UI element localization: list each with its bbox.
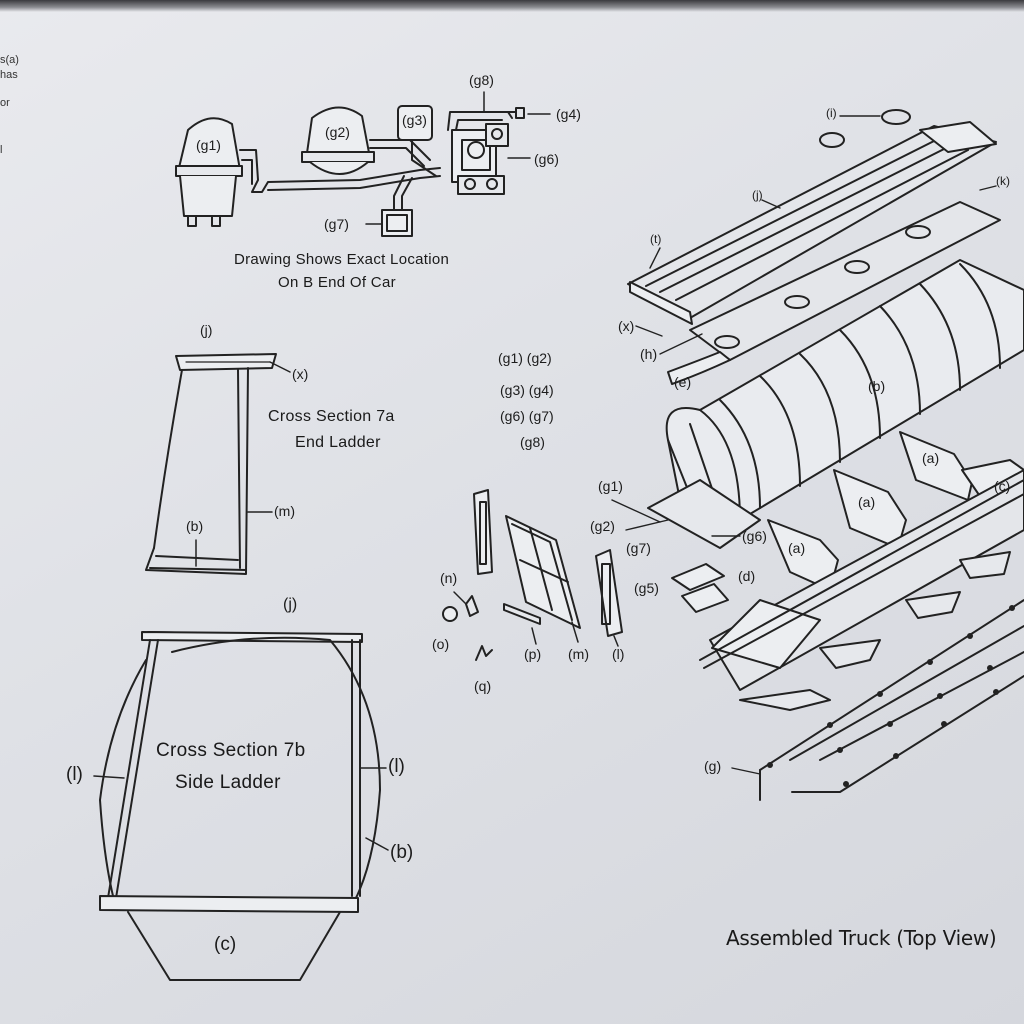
small-parts-label-n: (n) <box>440 570 458 586</box>
margin-text-2: has <box>0 69 18 81</box>
assembly-label-c: (c) <box>994 478 1011 494</box>
assembly-label-t: (t) <box>650 232 662 246</box>
assembly-label-k: (k) <box>996 174 1010 188</box>
end-ladder-title-line2: End Ladder <box>295 434 381 451</box>
assembly-label-j: (j) <box>752 188 763 202</box>
assembly-label-a2: (a) <box>858 494 876 510</box>
label-g7: (g7) <box>324 216 349 232</box>
end-ladder-title-line1: Cross Section 7a <box>268 408 395 425</box>
assembly-caption: Assembled Truck (Top View) <box>726 926 997 950</box>
end-ladder-label-b: (b) <box>186 518 204 534</box>
assembly-label-h: (h) <box>640 346 658 362</box>
end-ladder-section <box>145 353 291 575</box>
small-parts-label-m: (m) <box>568 646 589 662</box>
grab-iron-rivets <box>767 605 1015 787</box>
margin-text-1: s(a) <box>0 54 19 66</box>
small-parts-label-l: (l) <box>612 646 625 662</box>
assembly-label-g7: (g7) <box>626 540 651 556</box>
assembly-label-g: (g) <box>704 758 722 774</box>
label-g4: (g4) <box>556 106 581 122</box>
side-ladder-label-j: (j) <box>283 596 298 613</box>
parts-list-row-4: (g8) <box>520 434 545 450</box>
plumbing-caption-line1: Drawing Shows Exact Location <box>234 251 450 268</box>
side-ladder-label-l-right: (l) <box>388 756 405 777</box>
side-ladder-label-c: (c) <box>214 934 237 955</box>
exploded-assembly <box>611 109 1024 801</box>
small-parts-label-p: (p) <box>524 646 542 662</box>
side-ladder-title-line1: Cross Section 7b <box>156 740 306 761</box>
side-ladder-label-l-left: (l) <box>66 764 83 785</box>
assembly-label-e: (e) <box>674 374 692 390</box>
plumbing-caption-line2: On B End Of Car <box>278 274 396 291</box>
label-g3: (g3) <box>402 112 427 128</box>
small-parts-label-q: (q) <box>474 678 492 694</box>
parts-list-row-1: (g1) (g2) <box>498 350 552 366</box>
end-ladder-label-x: (x) <box>292 366 309 382</box>
assembly-label-d: (d) <box>738 568 756 584</box>
end-ladder-label-m: (m) <box>274 503 295 519</box>
assembly-label-a1: (a) <box>922 450 940 466</box>
assembly-label-x: (x) <box>618 318 635 334</box>
assembly-label-a3: (a) <box>788 540 806 556</box>
small-parts-label-o: (o) <box>432 636 450 652</box>
label-g8: (g8) <box>469 72 494 88</box>
margin-text-4: l <box>0 144 3 156</box>
label-g6: (g6) <box>534 151 559 167</box>
parts-list-row-2: (g3) (g4) <box>500 382 554 398</box>
side-ladder-section <box>93 631 389 981</box>
page-edge-shadow <box>0 0 1024 12</box>
small-parts <box>442 489 623 661</box>
side-ladder-label-b: (b) <box>390 842 414 863</box>
brake-plumbing-drawing <box>175 91 551 237</box>
label-g2: (g2) <box>325 124 350 140</box>
margin-text-3: or <box>0 97 10 109</box>
assembly-label-g1: (g1) <box>598 478 623 494</box>
assembly-label-i: (i) <box>826 106 837 120</box>
assembly-label-b: (b) <box>868 378 886 394</box>
label-g1: (g1) <box>196 137 221 153</box>
side-ladder-title-line2: Side Ladder <box>175 772 281 793</box>
assembly-label-g2: (g2) <box>590 518 615 534</box>
assembly-label-g5: (g5) <box>634 580 659 596</box>
end-ladder-label-j: (j) <box>200 322 213 338</box>
parts-list-row-3: (g6) (g7) <box>500 408 554 424</box>
assembly-label-g6: (g6) <box>742 528 767 544</box>
